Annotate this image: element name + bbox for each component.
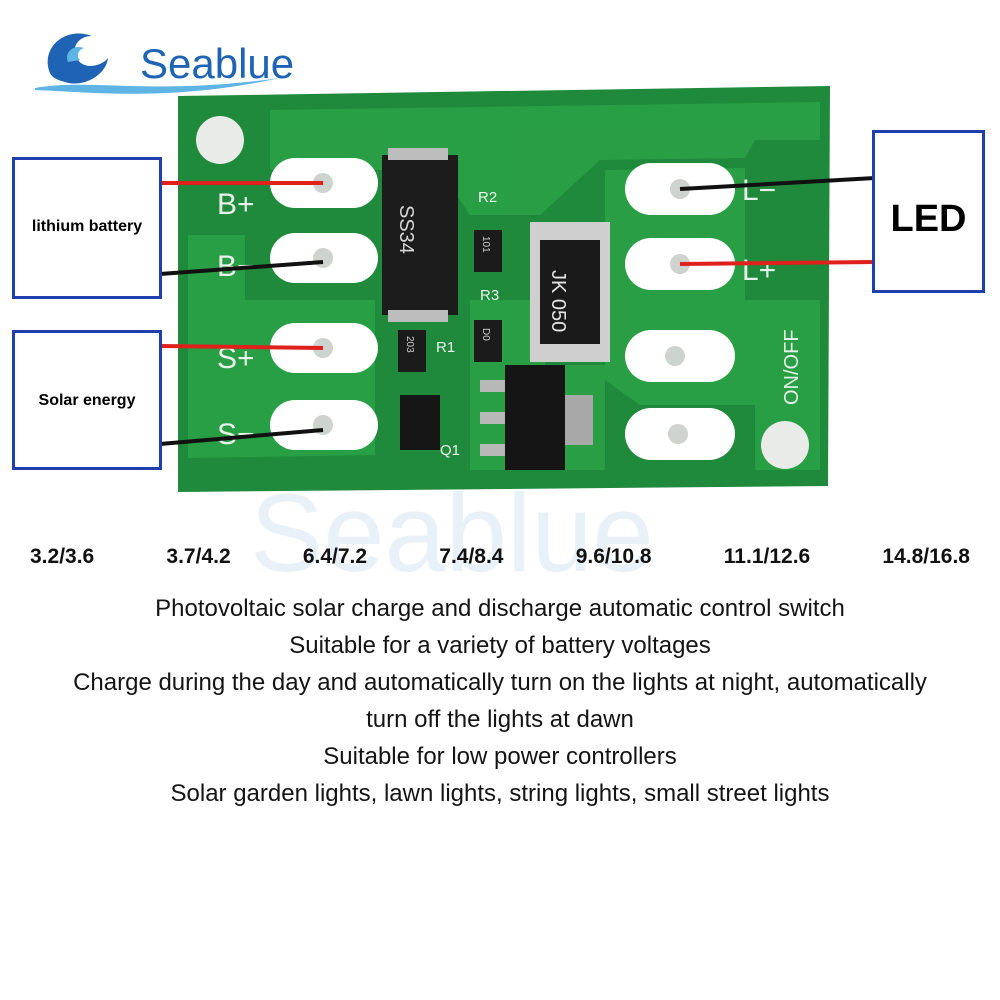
led-label-box: LED [872, 130, 985, 293]
silk-l-minus: L− [742, 174, 776, 207]
voltage-option: 7.4/8.4 [439, 545, 504, 568]
pcb-module: B+ B− S+ S− L− L+ R2 R3 R1 Q1 ON/OFF SS3… [159, 86, 876, 492]
voltage-options: 3.2/3.6 3.7/4.2 6.4/7.2 7.4/8.4 9.6/10.8… [30, 540, 970, 574]
diode-marking: SS34 [395, 205, 417, 254]
led-label: LED [890, 198, 967, 240]
seablue-logo: Seablue [30, 18, 300, 98]
silk-on-off: ON/OFF [781, 329, 803, 405]
wire-s-minus [159, 428, 324, 446]
voltage-option: 3.7/4.2 [166, 545, 231, 568]
wire-s-plus [159, 344, 324, 350]
description-line: Solar garden lights, lawn lights, string… [170, 780, 830, 807]
regulator-chip [505, 365, 565, 470]
solar-label-box: Solar energy [12, 330, 162, 470]
battery-label: lithium battery [31, 218, 143, 235]
description-line: turn off the lights at dawn [366, 706, 634, 733]
silk-r1: R1 [436, 339, 455, 356]
transistor-q1 [400, 395, 440, 450]
brand-name: Seablue [140, 40, 295, 87]
resistor-r1 [398, 330, 426, 372]
product-description: Photovoltaic solar charge and discharge … [10, 590, 990, 812]
seablue-watermark: Seablue [250, 472, 654, 595]
silk-l-plus: L+ [742, 254, 776, 287]
solar-label: Solar energy [38, 392, 136, 409]
voltage-option: 3.2/3.6 [30, 545, 95, 568]
description-line: Charge during the day and automatically … [73, 669, 927, 696]
wave-icon [35, 33, 280, 94]
r1-marking: 203 [404, 336, 415, 353]
description-line: Photovoltaic solar charge and discharge … [155, 595, 845, 622]
wire-l-minus [679, 176, 876, 191]
mounting-hole [196, 116, 244, 164]
wire-b-minus [159, 260, 324, 276]
silk-q1: Q1 [440, 442, 460, 459]
resistor-r2 [474, 230, 502, 272]
resistor-r3 [474, 320, 502, 362]
silk-r3: R3 [480, 287, 499, 304]
voltage-option: 6.4/7.2 [302, 545, 368, 568]
mounting-hole [761, 421, 809, 469]
voltage-option: 11.1/12.6 [723, 545, 811, 568]
battery-label-box: lithium battery [12, 157, 162, 299]
description-line: Suitable for a variety of battery voltag… [289, 632, 711, 659]
silk-r2: R2 [478, 189, 497, 206]
voltage-option: 9.6/10.8 [575, 545, 652, 568]
r3-marking: D0 [480, 328, 491, 341]
silk-b-plus: B+ [217, 188, 255, 221]
r2-marking: 101 [480, 236, 491, 253]
wire-l-plus [679, 260, 876, 266]
voltage-option: 14.8/16.8 [882, 545, 970, 568]
description-line: Suitable for low power controllers [323, 743, 677, 770]
diode-ss34 [382, 155, 458, 315]
inductor-marking: JK 050 [547, 270, 569, 332]
